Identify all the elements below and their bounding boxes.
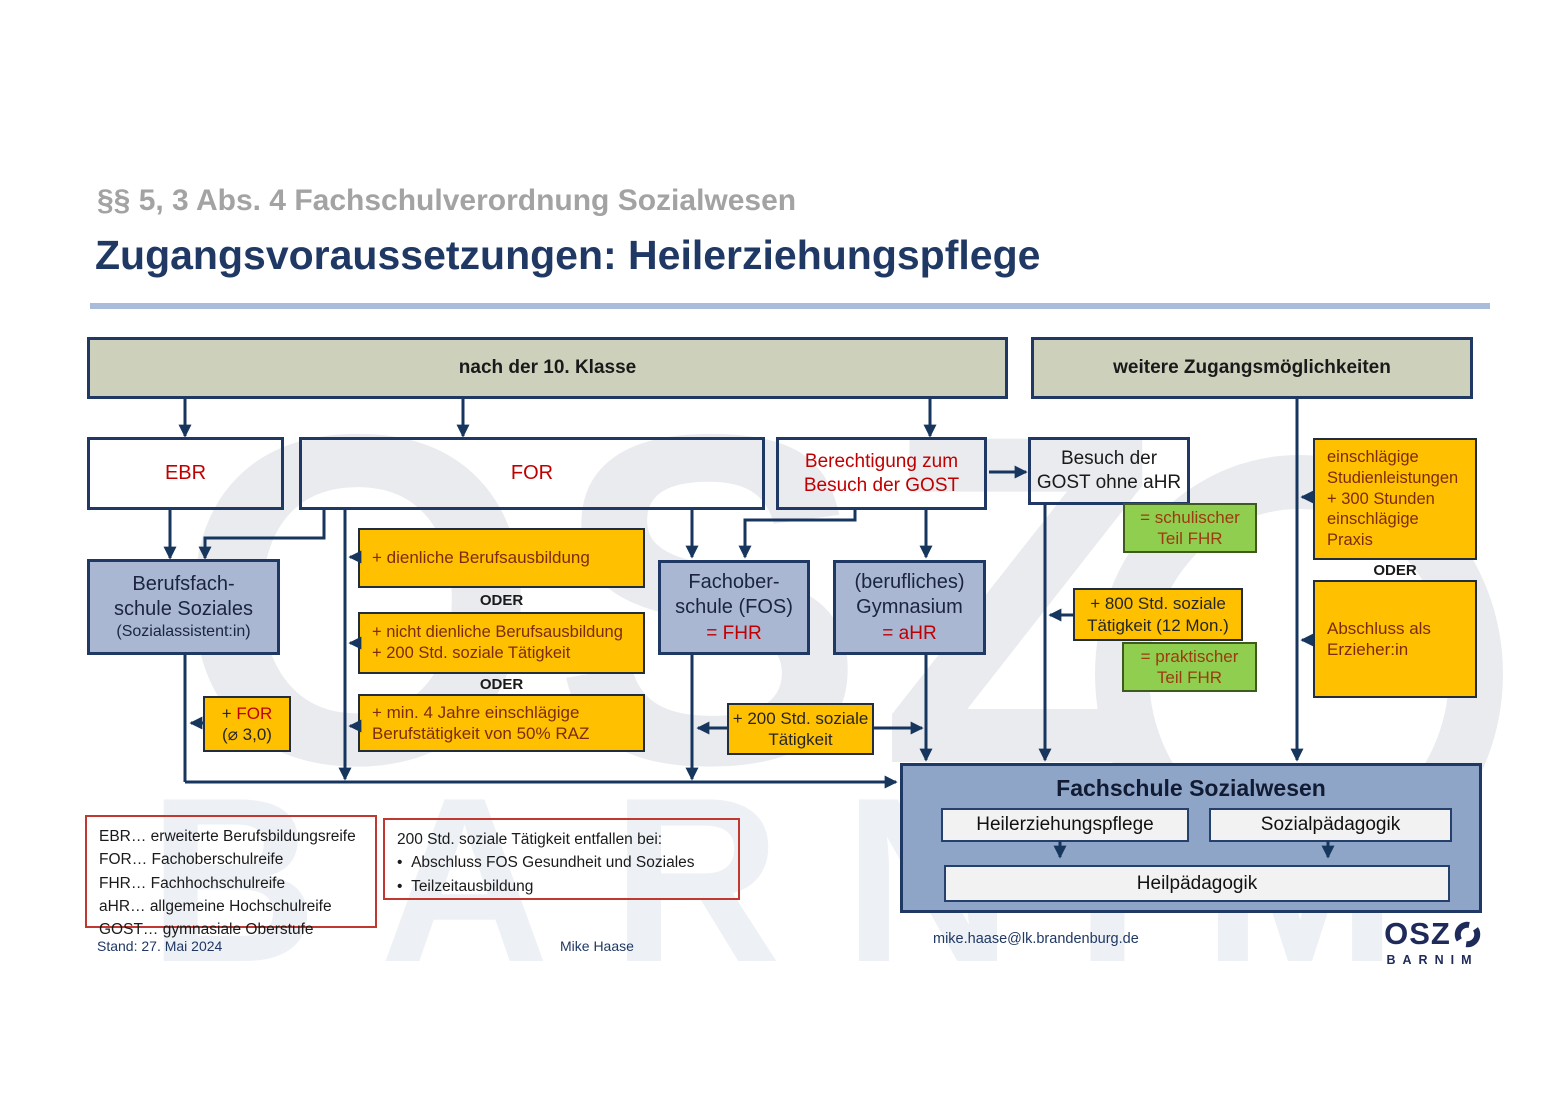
req-200-std-soziale-taetigkeit: + 200 Std. soziale Tätigkeit [727, 703, 874, 755]
req-label: einschlägige Studienleistungen + 300 Stu… [1327, 448, 1459, 549]
oder-label-2: ODER [479, 676, 524, 693]
program-sozialpaedagogik: Sozialpädagogik [1209, 808, 1452, 842]
legend-line: aHR… allgemeine Hochschulreife [99, 897, 332, 915]
node-label: Besuch der [1060, 448, 1158, 470]
node-for: FOR [299, 437, 765, 510]
logo-osz-barnim: OSZ BARNIM [1370, 916, 1495, 967]
req-label: + FOR [222, 703, 273, 724]
req-abschluss-erzieher: Abschluss als Erzieher:in [1313, 580, 1477, 698]
bullet: • [397, 854, 403, 872]
for-label: FOR [236, 703, 273, 723]
node-label: Besuch der GOST [803, 474, 960, 496]
req-label: + 200 Std. soziale Tätigkeit [372, 644, 571, 662]
note-item-text: Abschluss FOS Gesundheit und Soziales [411, 854, 695, 872]
req-label: Berufstätigkeit von 50% RAZ [372, 724, 590, 743]
node-berufsfachschule-soziales: Berufsfach- schule Soziales (Sozialassis… [87, 559, 280, 655]
req-plus-for: + FOR (⌀ 3,0) [203, 696, 291, 752]
program-label: Heilerziehungspflege [976, 814, 1154, 836]
program-label: Heilpädagogik [1136, 872, 1258, 894]
header-label: nach der 10. Klasse [458, 357, 637, 379]
node-sublabel: (Sozialassistent:in) [116, 623, 251, 640]
node-label: EBR [164, 462, 207, 484]
node-ahr-label: = aHR [882, 622, 937, 644]
header-label: weitere Zugangsmöglichkeiten [1113, 357, 1391, 379]
footer-email: mike.haase@lk.brandenburg.de [933, 931, 1139, 947]
note-item: • Abschluss FOS Gesundheit und Soziales [397, 851, 726, 874]
avg-label: (⌀ 3,0) [222, 725, 272, 744]
req-800-std-soziale-taetigkeit: + 800 Std. soziale Tätigkeit (12 Mon.) [1073, 588, 1243, 641]
node-label: Gymnasium [856, 595, 963, 618]
note-item-text: Teilzeitausbildung [411, 877, 534, 895]
bullet: • [397, 877, 403, 895]
footer-author: Mike Haase [560, 938, 634, 954]
logo-osz-text: OSZ [1384, 916, 1451, 951]
req-label: + min. 4 Jahre einschlägige [372, 702, 580, 722]
logo-barnim-text: BARNIM [1386, 953, 1479, 967]
badge-label: Teil FHR [1156, 668, 1223, 687]
node-ebr: EBR [87, 437, 284, 510]
req-label: + dienliche Berufsausbildung [372, 548, 590, 568]
req-nicht-dienliche-berufsausbildung: + nicht dienliche Berufsausbildung + 200… [358, 612, 645, 674]
footer-stand: Stand: 27. Mai 2024 [97, 938, 223, 954]
legend-line: FHR… Fachhochschulreife [99, 874, 286, 892]
badge-label: Teil FHR [1157, 529, 1223, 548]
header-nach-der-10-klasse: nach der 10. Klasse [87, 337, 1008, 399]
node-fachoberschule-fos: Fachober- schule (FOS) = FHR [658, 560, 810, 655]
badge-praktischer-teil-fhr: = praktischer Teil FHR [1122, 642, 1257, 692]
fachschule-title: Fachschule Sozialwesen [1056, 775, 1326, 801]
req-label: + nicht dienliche Berufsausbildung [372, 623, 623, 642]
note-item: • Teilzeitausbildung [397, 875, 726, 898]
program-heilerziehungspflege: Heilerziehungspflege [941, 808, 1189, 842]
req-dienliche-berufsausbildung: + dienliche Berufsausbildung [358, 528, 645, 588]
program-heilpaedagogik: Heilpädagogik [944, 865, 1450, 902]
title-divider [90, 303, 1490, 309]
note-title: 200 Std. soziale Tätigkeit entfallen bei… [397, 831, 663, 848]
req-label: Abschluss als Erzieher:in [1327, 618, 1431, 659]
node-besuch-gost-ohne-ahr: Besuch der GOST ohne aHR [1028, 437, 1190, 505]
node-fhr-label: = FHR [706, 622, 762, 644]
req-label: Tätigkeit (12 Mon.) [1087, 615, 1229, 635]
node-label: Berufsfach- [132, 573, 235, 595]
logo-circle-icon [1454, 921, 1481, 948]
program-label: Sozialpädagogik [1260, 814, 1401, 836]
legend-line: GOST… gymnasiale Oberstufe [99, 921, 314, 938]
badge-label: = praktischer [1140, 646, 1239, 666]
req-label: + 200 Std. soziale [732, 708, 869, 728]
note-box: 200 Std. soziale Tätigkeit entfallen bei… [383, 818, 740, 900]
legend-line: FOR… Fachoberschulreife [99, 851, 284, 869]
req-label: + 800 Std. soziale [1090, 594, 1226, 614]
node-label: Berechtigung zum [804, 450, 959, 472]
badge-label: = schulischer [1140, 507, 1240, 527]
badge-schulischer-teil-fhr: = schulischer Teil FHR [1123, 503, 1257, 553]
node-label: (berufliches) [854, 570, 965, 593]
node-label: Fachober- [688, 570, 780, 593]
page-title: Zugangsvoraussetzungen: Heilerziehungspf… [95, 232, 1041, 278]
legend-box: EBR… erweiterte Berufsbildungsreife FOR…… [85, 815, 377, 938]
req-einschlaegige-studienleistungen: einschlägige Studienleistungen + 300 Stu… [1313, 438, 1477, 560]
slide-supertitle: §§ 5, 3 Abs. 4 Fachschulverordnung Sozia… [97, 184, 797, 217]
node-label: schule (FOS) [675, 595, 793, 618]
req-label: Tätigkeit [768, 730, 833, 749]
plus-sign: + [221, 703, 237, 723]
req-min-4-jahre-berufstaetigkeit: + min. 4 Jahre einschlägige Berufstätigk… [358, 694, 645, 752]
node-berechtigung-gost: Berechtigung zum Besuch der GOST [776, 437, 987, 510]
node-label: FOR [510, 462, 554, 484]
node-label: schule Soziales [114, 598, 253, 620]
header-weitere-zugangsmoeglichkeiten: weitere Zugangsmöglichkeiten [1031, 337, 1473, 399]
oder-label-1: ODER [479, 592, 524, 609]
node-label: GOST ohne aHR [1036, 472, 1182, 493]
oder-label-3: ODER [1373, 562, 1417, 579]
legend-line: EBR… erweiterte Berufsbildungsreife [99, 828, 356, 845]
node-berufliches-gymnasium: (berufliches) Gymnasium = aHR [833, 560, 986, 655]
node-fachschule-sozialwesen: Fachschule Sozialwesen Heilerziehungspfl… [900, 763, 1482, 913]
